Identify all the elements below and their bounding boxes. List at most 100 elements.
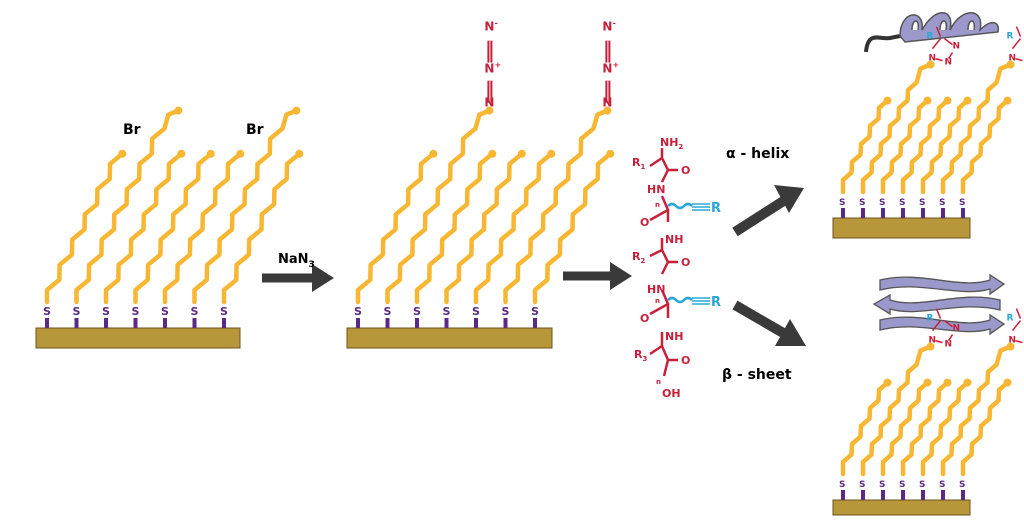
sulfur-label: S	[859, 480, 865, 490]
chain-end	[547, 149, 556, 158]
nh-label: NH	[665, 330, 683, 343]
azide-group: N-N+N	[484, 19, 501, 110]
sulfur-label: S	[939, 480, 945, 490]
chain-end	[943, 96, 952, 105]
alkyl-chain	[860, 344, 933, 477]
sulfur-anchor	[941, 208, 945, 218]
alkyl-chain	[900, 380, 950, 477]
r-label: R	[927, 32, 934, 42]
sulfur-label: S	[102, 305, 110, 318]
alkyl-chain	[920, 98, 970, 195]
sulfur-anchor	[444, 318, 449, 328]
chain-end	[883, 378, 892, 387]
nh-label: NH	[665, 233, 683, 246]
sulfur-label: S	[413, 305, 421, 318]
alkyl-chain	[880, 380, 930, 477]
triazole-bonds	[1011, 26, 1023, 62]
alpha-helix-protein	[864, 12, 1000, 53]
r3-label: R3	[634, 348, 647, 363]
gold-substrate	[35, 327, 241, 349]
chain-end	[118, 149, 127, 158]
nitrogen-label: N-	[484, 19, 497, 34]
nitrogen-label: N	[929, 336, 937, 346]
alkyl-chain	[900, 98, 950, 195]
sulfur-label: S	[191, 305, 199, 318]
chain-end	[963, 378, 972, 387]
sulfur-label: S	[73, 305, 81, 318]
alkyl-chain	[940, 62, 1013, 195]
chain-end	[517, 149, 526, 158]
reaction-arrow	[563, 262, 632, 290]
sulfur-label: S	[959, 198, 965, 208]
sulfur-anchor	[921, 490, 925, 500]
triazole-bonds	[931, 26, 954, 62]
n-label: n	[655, 297, 660, 305]
chain-end	[923, 378, 932, 387]
alkyl-chain	[103, 151, 184, 305]
alkyl-chain	[44, 151, 125, 305]
chain-end	[1003, 96, 1012, 105]
sulfur-anchor	[385, 318, 390, 328]
chain-end	[926, 342, 935, 351]
chain-end	[1003, 378, 1012, 387]
r1-label: R1	[632, 156, 645, 171]
nitrogen-label: N	[602, 96, 612, 110]
chain-end	[1006, 60, 1015, 69]
sulfur-label: S	[899, 198, 905, 208]
nitrogen-label: N	[1009, 54, 1017, 64]
nitrogen-label: N	[484, 96, 494, 110]
sulfur-label: S	[132, 305, 140, 318]
alkyl-chain	[444, 151, 525, 305]
sulfur-label: S	[839, 198, 845, 208]
alkyl-chain	[960, 380, 1010, 477]
chain-end	[1006, 342, 1015, 351]
alkyl-chain	[860, 62, 933, 195]
reagent-label: NaN3	[278, 252, 315, 270]
n-label: n	[656, 378, 661, 386]
chain-end	[292, 106, 301, 115]
alkyl-chain	[840, 98, 890, 195]
sulfur-anchor	[222, 318, 226, 328]
sulfur-label: S	[879, 198, 885, 208]
alkyl-chain	[840, 380, 890, 477]
carbonyl-o: O	[681, 256, 690, 269]
amine-label: NH2	[660, 136, 683, 151]
alkyl-chain	[221, 151, 302, 305]
sulfur-anchor	[881, 208, 885, 218]
sulfur-anchor	[961, 490, 965, 500]
alkyl-chain	[880, 98, 930, 195]
chain-end	[963, 96, 972, 105]
r-label: R	[711, 295, 721, 310]
chain-end	[926, 60, 935, 69]
sulfur-anchor	[163, 318, 167, 328]
sulfur-anchor	[104, 318, 108, 328]
sulfur-label: S	[443, 305, 451, 318]
alkyl-chain	[960, 98, 1010, 195]
nitrogen-label: N	[953, 324, 961, 334]
chain-end	[174, 106, 183, 115]
azide-bonds	[605, 40, 611, 103]
sulfur-anchor	[861, 208, 865, 218]
sulfur-label: S	[354, 305, 362, 318]
chain-end	[429, 149, 438, 158]
reaction-arrow	[262, 264, 334, 292]
alpha-helix-label: α - helix	[726, 146, 789, 162]
alpha-arrow	[732, 185, 804, 237]
sulfur-label: S	[220, 305, 228, 318]
chain-end	[236, 149, 245, 158]
sulfur-anchor	[941, 490, 945, 500]
sulfur-label: S	[839, 480, 845, 490]
azide-groups: N-N+NN-N+N	[484, 19, 619, 110]
sulfur-label: S	[899, 480, 905, 490]
r-label: R	[1007, 32, 1014, 42]
chain-end	[943, 378, 952, 387]
sulfur-label: S	[939, 198, 945, 208]
triazole-bonds	[931, 308, 954, 344]
sulfur-anchor	[921, 208, 925, 218]
